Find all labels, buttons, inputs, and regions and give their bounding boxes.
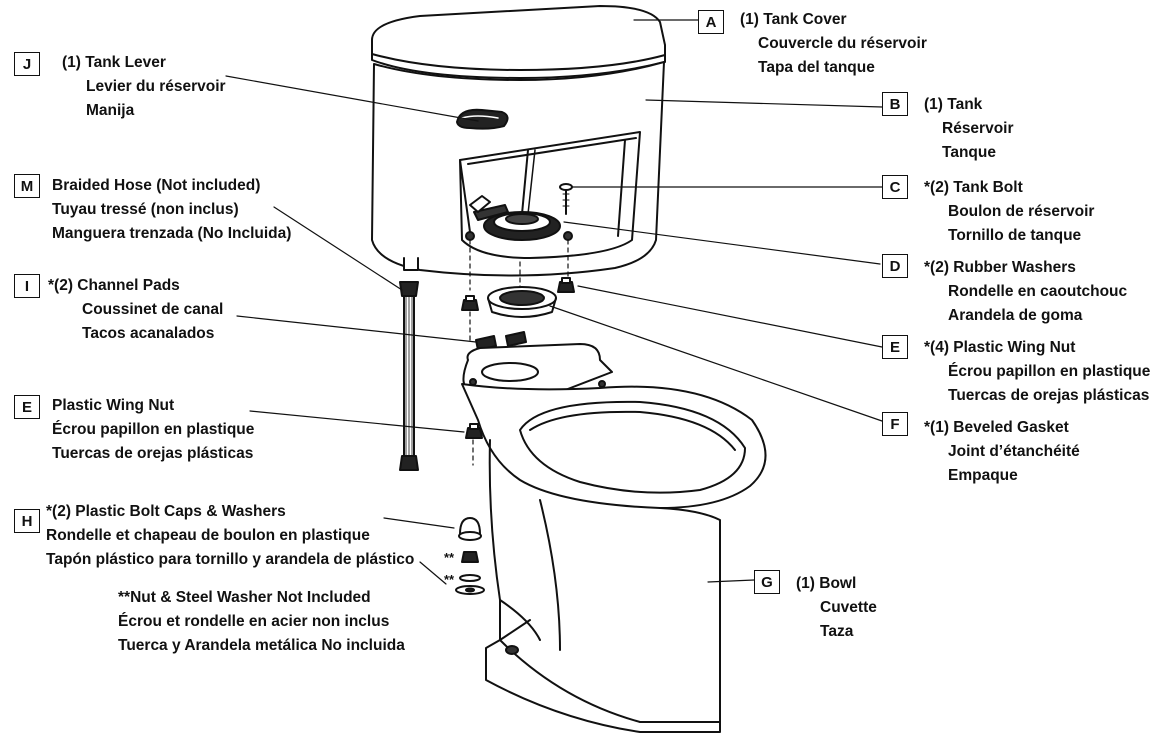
label-en: *(1) Beveled Gasket [924, 419, 1069, 436]
label-bowl: (1) Bowl Cuvette Taza [796, 572, 877, 644]
alignment-lines [469, 239, 569, 466]
bolt-cap-and-washers [455, 517, 485, 595]
callout-box-c: C [882, 175, 908, 199]
label-fr: Couvercle du réservoir [758, 35, 927, 52]
label-en: *(2) Tank Bolt [924, 179, 1023, 196]
wing-nut-upper-left [461, 295, 479, 311]
washer-marker: ** [444, 572, 455, 587]
label-es: Tacos acanalados [82, 325, 215, 342]
label-fr: Tuyau tressé (non inclus) [52, 201, 239, 218]
label-es: Tuercas de orejas plásticas [948, 387, 1150, 404]
label-en: (1) Tank Lever [62, 54, 166, 71]
label-en: Braided Hose (Not included) [52, 177, 261, 194]
beveled-gasket [487, 286, 557, 318]
label-tank-lever: (1) Tank Lever Levier du réservoir Manij… [62, 51, 226, 123]
leader-lines [225, 19, 883, 585]
label-plastic-wing-nut-right: *(4) Plastic Wing Nut Écrou papillon en … [924, 336, 1150, 408]
label-fr: Écrou papillon en plastique [948, 363, 1151, 380]
callout-box-m: M [14, 174, 40, 198]
label-es: Manija [86, 102, 135, 119]
footnote-not-included: **Nut & Steel Washer Not Included Écrou … [118, 586, 405, 658]
label-beveled-gasket: *(1) Beveled Gasket Joint d’étanchéité E… [924, 416, 1080, 488]
footnote-en: **Nut & Steel Washer Not Included [118, 589, 371, 606]
label-fr: Cuvette [820, 599, 877, 616]
label-es: Arandela de goma [948, 307, 1083, 324]
label-tank-cover: (1) Tank Cover Couvercle du réservoir Ta… [740, 8, 927, 80]
tank-bolt [559, 183, 573, 215]
label-en: Plastic Wing Nut [52, 397, 175, 414]
bowl [461, 343, 767, 733]
label-es: Tapa del tanque [758, 59, 875, 76]
tank-cover [371, 5, 666, 79]
label-fr: Rondelle en caoutchouc [948, 283, 1128, 300]
label-bolt-caps-washers: *(2) Plastic Bolt Caps & Washers Rondell… [46, 500, 414, 572]
label-plastic-wing-nut-left: Plastic Wing Nut Écrou papillon en plast… [52, 394, 254, 466]
callout-box-j: J [14, 52, 40, 76]
label-fr: Rondelle et chapeau de boulon en plastiq… [46, 527, 370, 544]
label-fr: Réservoir [942, 120, 1014, 137]
label-en: *(2) Plastic Bolt Caps & Washers [46, 503, 286, 520]
nut-marker: ** [444, 550, 455, 565]
label-es: Taza [820, 623, 854, 640]
label-fr: Coussinet de canal [82, 301, 224, 318]
callout-box-i: I [14, 274, 40, 298]
label-en: (1) Tank Cover [740, 11, 847, 28]
label-en: *(2) Channel Pads [48, 277, 180, 294]
wing-nut-lower [465, 423, 483, 439]
label-en: (1) Bowl [796, 575, 857, 592]
label-es: Tuercas de orejas plásticas [52, 445, 254, 462]
tank-body [371, 61, 665, 277]
label-fr: Joint d’étanchéité [948, 443, 1080, 460]
label-channel-pads: *(2) Channel Pads Coussinet de canal Tac… [48, 274, 223, 346]
label-en: *(4) Plastic Wing Nut [924, 339, 1076, 356]
footnote-fr: Écrou et rondelle en acier non inclus [118, 613, 390, 630]
label-fr: Levier du réservoir [86, 78, 226, 95]
channel-pads [475, 331, 527, 351]
callout-box-e-left: E [14, 395, 40, 419]
callout-box-h: H [14, 509, 40, 533]
label-rubber-washers: *(2) Rubber Washers Rondelle en caoutcho… [924, 256, 1127, 328]
braided-hose [399, 281, 419, 471]
label-es: Tanque [942, 144, 996, 161]
callout-box-g: G [754, 570, 780, 594]
label-es: Tapón plástico para tornillo y arandela … [46, 551, 415, 568]
label-es: Tornillo de tanque [948, 227, 1082, 244]
label-en: (1) Tank [924, 96, 983, 113]
label-es: Empaque [948, 467, 1018, 484]
callout-box-d: D [882, 254, 908, 278]
label-tank: (1) Tank Réservoir Tanque [924, 93, 1014, 165]
callout-box-e-right: E [882, 335, 908, 359]
callout-box-a: A [698, 10, 724, 34]
label-braided-hose: Braided Hose (Not included) Tuyau tressé… [52, 174, 291, 246]
footnote-es: Tuerca y Arandela metálica No incluida [118, 637, 405, 654]
label-fr: Boulon de réservoir [948, 203, 1095, 220]
label-fr: Écrou papillon en plastique [52, 421, 255, 438]
callout-box-f: F [882, 412, 908, 436]
callout-box-b: B [882, 92, 908, 116]
label-en: *(2) Rubber Washers [924, 259, 1076, 276]
label-es: Manguera trenzada (No Incluida) [52, 225, 292, 242]
wing-nut-upper-right [557, 277, 575, 293]
label-tank-bolt: *(2) Tank Bolt Boulon de réservoir Torni… [924, 176, 1094, 248]
